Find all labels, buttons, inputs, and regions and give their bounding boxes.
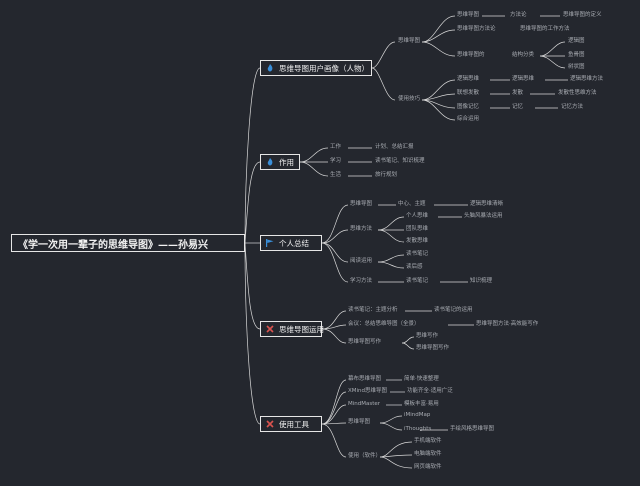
leaf-node[interactable]: 手绘风格思维导图: [450, 426, 495, 432]
topic-tools[interactable]: 使用工具: [260, 416, 322, 432]
leaf-node[interactable]: MindMaster: [348, 401, 381, 407]
leaf-node[interactable]: 生活: [330, 172, 342, 178]
leaf-node[interactable]: 思维导图: [457, 12, 480, 18]
leaf-node[interactable]: 读书笔记: [406, 251, 429, 257]
tools-icon: [265, 419, 275, 429]
leaf-node[interactable]: 团队思维: [406, 226, 429, 232]
leaf-node[interactable]: 会议：总结思维导图（全景）: [348, 321, 420, 327]
leaf-node[interactable]: 逻辑图: [568, 38, 585, 44]
leaf-node[interactable]: 模板丰富·易用: [404, 401, 439, 407]
leaf-node[interactable]: 学习方法: [350, 278, 373, 284]
topic-label: 作用: [279, 157, 294, 167]
leaf-node[interactable]: XMind思维导图: [348, 388, 388, 394]
topic-application[interactable]: 思维导图运用: [260, 321, 324, 337]
leaf-node[interactable]: 简单·快速整理: [404, 376, 439, 382]
flame-icon: [265, 63, 275, 73]
leaf-node[interactable]: 记忆方法: [561, 104, 584, 110]
leaf-node[interactable]: 方法论: [510, 12, 527, 18]
leaf-node[interactable]: 使用技巧: [398, 96, 421, 102]
leaf-node[interactable]: 联想发散: [457, 90, 480, 96]
leaf-node[interactable]: 知识梳理: [470, 278, 493, 284]
leaf-node[interactable]: 记忆: [512, 104, 524, 110]
leaf-node[interactable]: 读书笔记: [406, 278, 429, 284]
leaf-node[interactable]: 树状图: [568, 64, 585, 70]
leaf-node[interactable]: 学习: [330, 158, 342, 164]
topic-user-profile[interactable]: 思维导图用户画像（人物）: [260, 60, 372, 76]
leaf-node[interactable]: 思维导图: [348, 419, 371, 425]
topic-label: 思维导图用户画像（人物）: [279, 63, 369, 73]
leaf-node[interactable]: 思维导图的定义: [563, 12, 602, 18]
leaf-node[interactable]: 幕布思维导图: [348, 376, 382, 382]
leaf-node[interactable]: iMindMap: [404, 412, 431, 418]
leaf-node[interactable]: 中心、主题: [398, 201, 426, 207]
leaf-node[interactable]: 思维导图写作: [348, 339, 382, 345]
leaf-node[interactable]: 思维写作: [416, 333, 439, 339]
leaf-node[interactable]: 思维导图写作: [416, 345, 450, 351]
leaf-node[interactable]: 发散性思维方法: [558, 90, 597, 96]
leaf-node[interactable]: 工作: [330, 144, 342, 150]
leaf-node[interactable]: 功能齐全·适用广泛: [407, 388, 453, 394]
leaf-node[interactable]: 阅读运用: [350, 258, 373, 264]
leaf-node[interactable]: 手机端软件: [414, 438, 442, 444]
topic-label: 个人总结: [279, 238, 309, 248]
flag-icon: [265, 238, 275, 248]
leaf-node[interactable]: 电脑端软件: [414, 451, 442, 457]
leaf-node[interactable]: 发散思维: [406, 238, 429, 244]
leaf-node[interactable]: 计划、总结汇报: [375, 144, 414, 150]
leaf-node[interactable]: 思维导图方法论: [457, 26, 496, 32]
leaf-node[interactable]: 旅行规划: [375, 172, 398, 178]
leaf-node[interactable]: 思维导图: [398, 38, 421, 44]
tools-icon: [265, 324, 275, 334]
leaf-node[interactable]: 思维导图的: [457, 52, 485, 58]
leaf-node[interactable]: 思维导图的工作方法: [520, 26, 570, 32]
leaf-node[interactable]: 综合运用: [457, 116, 480, 122]
leaf-node[interactable]: 发散: [512, 90, 524, 96]
root-title: 《学一次用一辈子的思维导图》——孙易兴: [18, 239, 208, 251]
root-node[interactable]: 《学一次用一辈子的思维导图》——孙易兴: [11, 234, 245, 252]
flame-icon: [265, 157, 275, 167]
topic-label: 思维导图运用: [279, 324, 324, 334]
leaf-node[interactable]: 鱼骨图: [568, 52, 585, 58]
leaf-node[interactable]: 逻辑思维: [512, 76, 535, 82]
leaf-node[interactable]: 逻辑思维清晰: [470, 201, 504, 207]
leaf-node[interactable]: 网页端软件: [414, 464, 442, 470]
leaf-node[interactable]: 头脑风暴法运用: [464, 213, 503, 219]
leaf-node[interactable]: 逻辑思维: [457, 76, 480, 82]
leaf-node[interactable]: 思维导图方法·高效能写作: [476, 321, 539, 327]
leaf-node[interactable]: 结构分类: [512, 52, 535, 58]
leaf-node[interactable]: 逻辑思维方法: [570, 76, 604, 82]
topic-label: 使用工具: [279, 419, 309, 429]
leaf-node[interactable]: 使用（软件）: [348, 453, 382, 459]
topic-uses[interactable]: 作用: [260, 154, 300, 170]
leaf-node[interactable]: 图像记忆: [457, 104, 480, 110]
topic-summary[interactable]: 个人总结: [260, 235, 322, 251]
leaf-node[interactable]: 读书笔记、知识梳理: [375, 158, 425, 164]
leaf-node[interactable]: 个人思维: [406, 213, 429, 219]
leaf-node[interactable]: 思维方法: [350, 226, 373, 232]
leaf-node[interactable]: 读后感: [406, 264, 423, 270]
leaf-node[interactable]: 读书笔记的运用: [434, 307, 473, 313]
leaf-node[interactable]: 读书笔记：主题分析: [348, 307, 398, 313]
leaf-node[interactable]: iThoughts: [404, 426, 432, 432]
leaf-node[interactable]: 思维导图: [350, 201, 373, 207]
